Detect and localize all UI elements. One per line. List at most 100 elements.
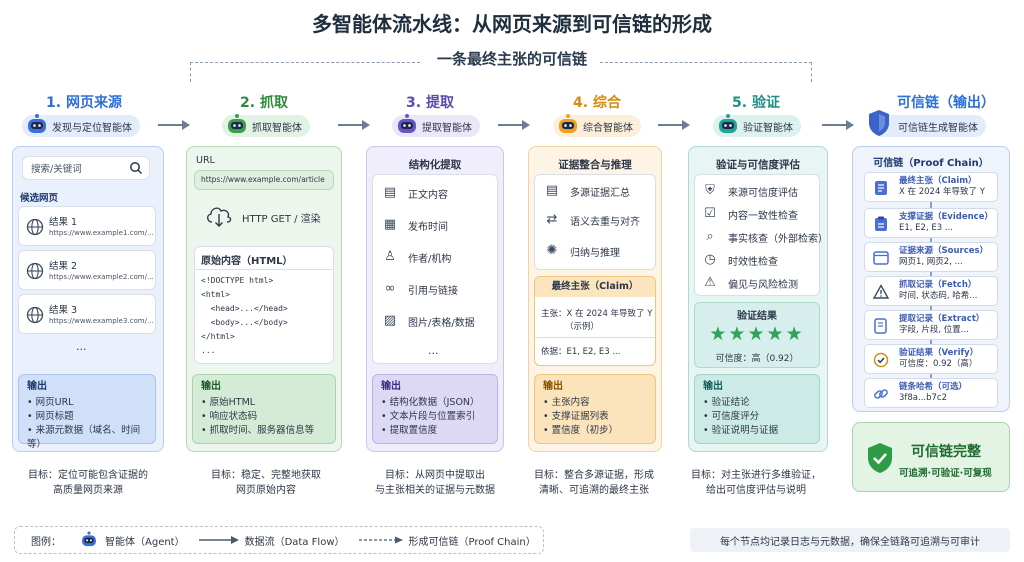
- output-item: • 网页标题: [27, 411, 74, 422]
- robot-icon: [82, 531, 96, 547]
- chain-connector: [930, 238, 932, 244]
- output-item: • 网页URL: [27, 397, 74, 408]
- chain-item-title: 链条哈希（可选）: [899, 382, 968, 392]
- document-icon: ▤: [545, 183, 559, 198]
- page-title: 多智能体流水线：从网页来源到可信链的形成: [312, 12, 712, 36]
- goal-line: 目标：整合多源证据，形成: [534, 470, 654, 481]
- star-icon: ★: [766, 323, 786, 345]
- raw-content-box: 原始内容（HTML） <!DOCTYPE html> <html> <head>…: [194, 246, 334, 364]
- chain-connector: [930, 340, 932, 346]
- code-line: <body>...</body>: [201, 318, 288, 327]
- goal-verify: 目标：对主张进行多维验证，给出可信度评估与说明: [676, 468, 836, 498]
- stage-title-extract: 3. 提取: [406, 95, 454, 111]
- chain-item-title: 抓取记录（Fetch）: [899, 280, 977, 290]
- output-box-extract: 输出 • 结构化数据（JSON） • 文本片段与位置索引 • 提取置信度: [372, 374, 498, 444]
- goal-synth: 目标：整合多源证据，形成清晰、可追溯的最终主张: [514, 468, 674, 498]
- robot-icon: [398, 114, 416, 133]
- result-card[interactable]: 结果 3 https://www.example3.com/...: [18, 294, 156, 334]
- extract-box-title: 结构化提取: [408, 159, 462, 171]
- chain-item-hash: 链条哈希（可选） 3f8a...b7c2: [864, 378, 998, 408]
- result-card[interactable]: 结果 1 https://www.example1.com/...: [18, 206, 156, 246]
- extract-item: ▨图片/表格/数据: [382, 313, 475, 329]
- chain-item-claim: 最终主张（Claim） X 在 2024 年导致了 Y: [864, 172, 998, 202]
- synth-item: ✺归纳与推理: [544, 243, 620, 259]
- http-label: HTTP GET / 渲染: [242, 214, 321, 225]
- agent-pill-source: 发现与定位智能体: [22, 115, 140, 137]
- chain-item-detail: X 在 2024 年导致了 Y: [899, 187, 985, 197]
- search-box[interactable]: 搜索/关键词: [22, 156, 150, 180]
- verify-box-title: 验证与可信度评估: [716, 159, 800, 171]
- code-line: </html>: [201, 332, 235, 341]
- output-item: • 主张内容: [543, 397, 590, 408]
- result-url[interactable]: https://www.example2.com/...: [49, 273, 154, 281]
- result-url[interactable]: https://www.example3.com/...: [49, 317, 154, 325]
- output-item: • 结构化数据（JSON）: [381, 397, 480, 408]
- verify-result-box: 验证结果 ★★★★★ 可信度：高（0.92）: [694, 302, 820, 368]
- verify-item-label: 内容一致性检查: [728, 210, 798, 222]
- chain-complete-box: 可信链完整 可追溯·可验证·可复现: [852, 422, 1010, 492]
- goal-extract: 目标：从网页中提取出与主张相关的证据与元数据: [352, 468, 518, 498]
- output-title: 输出: [703, 381, 723, 392]
- divider: [195, 269, 333, 270]
- star-icon: ★: [747, 323, 767, 345]
- output-box-verify: 输出 • 验证结论 • 可信度评分 • 验证说明与证据: [694, 374, 820, 444]
- shield-icon: [869, 110, 889, 136]
- extract-item-label: 引用与链接: [408, 285, 458, 297]
- goal-line: 目标：从网页中提取出: [385, 470, 485, 481]
- chain-connector: [930, 202, 932, 208]
- robot-icon: [28, 114, 46, 133]
- extract-item: ∞引用与链接: [382, 281, 458, 297]
- output-title: 输出: [381, 381, 401, 392]
- agent-pill-verify: 验证智能体: [713, 115, 801, 137]
- chain-complete-subtitle: 可追溯·可验证·可复现: [899, 468, 992, 479]
- flow-arrow: [822, 120, 854, 130]
- chain-item-detail: 时间, 状态码, 哈希...: [899, 291, 978, 301]
- verify-item-label: 事实核查（外部检索）: [728, 233, 828, 245]
- image-icon: ▨: [383, 313, 397, 328]
- bracket-right: [600, 62, 812, 82]
- agent-pill-extract: 提取智能体: [392, 115, 480, 137]
- swap-icon: ⇄: [546, 212, 558, 227]
- calendar-icon: ▦: [383, 217, 397, 232]
- agent-label: 抓取智能体: [252, 122, 302, 134]
- url-value[interactable]: https://www.example.com/article: [201, 175, 325, 184]
- url-field[interactable]: https://www.example.com/article: [194, 170, 334, 190]
- output-title: 输出: [201, 381, 221, 392]
- legend-flow: 数据流（Data Flow）: [244, 536, 345, 548]
- search-icon: ⌕: [706, 229, 714, 244]
- extract-item: ▤正文内容: [382, 185, 448, 201]
- extract-item: ♙作者/机构: [382, 249, 451, 265]
- agent-label: 综合智能体: [583, 122, 633, 134]
- output-item: • 支撑证据列表: [543, 411, 609, 422]
- output-box-fetch: 输出 • 原始HTML • 响应状态码 • 抓取时间、服务器信息等: [192, 374, 336, 444]
- search-icon[interactable]: [129, 161, 143, 175]
- goal-source: 目标：定位可能包含证据的高质量网页来源: [8, 468, 168, 498]
- chain-connector: [930, 306, 932, 312]
- claim-basis: 依据：E1, E2, E3 ...: [541, 347, 621, 357]
- robot-icon: [719, 114, 737, 133]
- extract-item-label: 作者/机构: [408, 253, 452, 265]
- stage-title-source: 1. 网页来源: [46, 95, 122, 111]
- clock-icon: ◷: [704, 252, 716, 267]
- extract-item: ▦发布时间: [382, 217, 448, 233]
- output-item: • 置信度（初步）: [543, 425, 619, 436]
- result-card[interactable]: 结果 2 https://www.example2.com/...: [18, 250, 156, 290]
- brain-icon: ✺: [546, 243, 558, 258]
- goal-line: 网页原始内容: [236, 485, 296, 496]
- result-url[interactable]: https://www.example1.com/...: [49, 229, 154, 237]
- claim-title: 最终主张（Claim）: [535, 277, 655, 297]
- verify-result-title: 验证结果: [737, 311, 777, 322]
- search-input[interactable]: 搜索/关键词: [31, 164, 82, 175]
- legend-label: 图例：: [31, 536, 61, 548]
- claim-box: 最终主张（Claim） 主张：X 在 2024 年导致了 Y （示例） 依据：E…: [534, 276, 656, 366]
- star-icon: ★: [785, 323, 805, 345]
- stage-title-synth: 4. 综合: [573, 95, 621, 111]
- extract-list: [372, 174, 498, 364]
- chain-connector: [930, 272, 932, 278]
- dashed-arrow-icon: [358, 536, 403, 544]
- agent-label: 提取智能体: [422, 122, 472, 134]
- stage-title-chain: 可信链（输出）: [897, 95, 995, 111]
- bracket-left: [190, 62, 420, 82]
- output-item: • 验证说明与证据: [703, 425, 779, 436]
- flow-arrow: [158, 120, 190, 130]
